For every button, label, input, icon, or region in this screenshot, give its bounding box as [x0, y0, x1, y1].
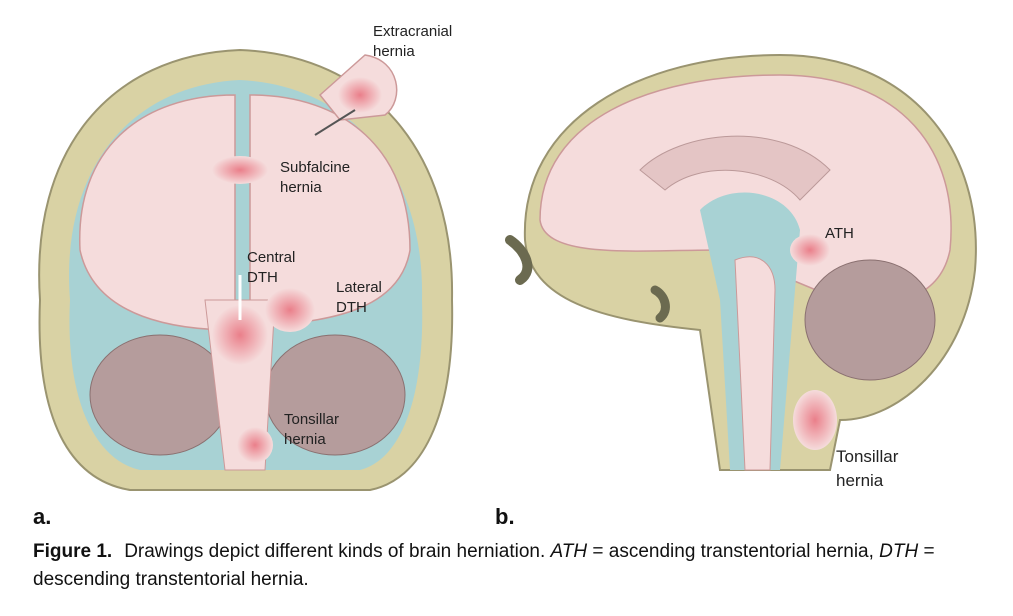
figure-number: Figure 1. [33, 541, 113, 562]
caption-abbr: DTH [879, 541, 919, 562]
label-line: hernia [284, 431, 326, 448]
figure-caption: Figure 1. Drawings depict different kinds… [33, 538, 993, 594]
label-subfalcine-hernia: Subfalcine hernia [280, 158, 350, 198]
label-tonsillar-hernia-a: Tonsillar hernia [284, 410, 339, 450]
panel-letter-b: b. [495, 504, 515, 529]
label-line: Central [247, 249, 296, 266]
sagittal-section-drawing [505, 53, 977, 471]
label-line: Subfalcine [280, 159, 351, 176]
label-line: DTH [247, 269, 278, 286]
label-line: hernia [373, 43, 415, 60]
label-central-dth: Central DTH [247, 248, 295, 288]
label-lateral-dth: Lateral DTH [336, 278, 382, 318]
label-line: hernia [280, 179, 322, 196]
label-ath: ATH [825, 225, 854, 242]
label-line: hernia [836, 471, 884, 490]
label-line: Tonsillar [836, 447, 899, 466]
caption-text: Drawings depict different kinds of brain… [124, 541, 551, 562]
label-line: DTH [336, 299, 367, 316]
label-tonsillar-hernia-b: Tonsillar hernia [836, 445, 898, 493]
panel-letter-a: a. [33, 504, 52, 529]
caption-text: = descending transtentorial hernia. [33, 541, 935, 590]
label-line: Lateral [336, 279, 382, 296]
caption-text: = ascending transtentorial hernia, [587, 541, 880, 562]
label-extracranial-hernia: Extracranial hernia [373, 22, 452, 62]
label-line: Tonsillar [284, 411, 340, 428]
coronal-section-drawing [38, 48, 454, 491]
label-line: Extracranial [373, 23, 453, 40]
caption-abbr: ATH [550, 541, 588, 562]
